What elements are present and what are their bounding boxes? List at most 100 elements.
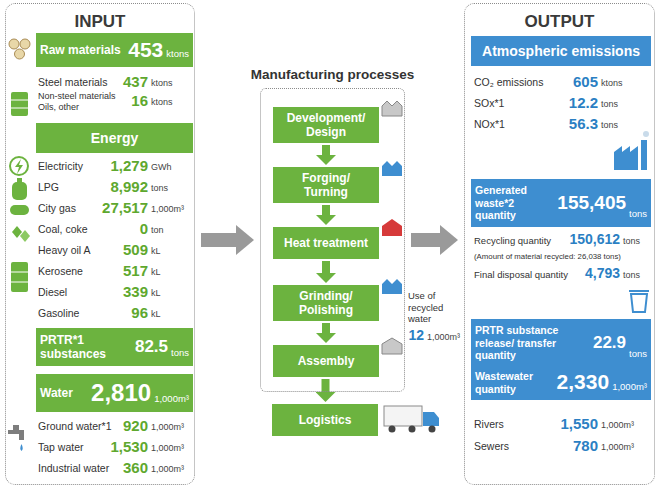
drum-icon — [11, 92, 28, 116]
node-heading: PRTR*1 substances — [40, 333, 131, 361]
bolt — [15, 159, 23, 174]
lid — [629, 290, 649, 292]
row-label: Steel materials — [38, 76, 107, 89]
row-unit: tons — [151, 183, 168, 194]
wheel — [389, 426, 396, 433]
handle — [13, 425, 19, 430]
circle — [10, 157, 28, 175]
output-band: PRTR substance release/ transfer quantit… — [471, 319, 651, 367]
node-value: 453 — [124, 38, 163, 62]
tank — [12, 182, 27, 200]
row-value: 96 — [131, 304, 148, 321]
row-unit: kL — [151, 309, 161, 320]
note: (Amount of material recycled: 26,038 ton… — [474, 252, 652, 262]
row-unit: kL — [151, 246, 161, 257]
drum-rib — [11, 108, 28, 109]
building — [382, 161, 402, 176]
drum — [11, 92, 28, 116]
log — [9, 39, 19, 49]
row-label: Non-steel materials Oils, other — [38, 91, 128, 113]
building — [382, 338, 402, 354]
row-value: 437 — [123, 73, 148, 90]
process-box: Heat treatment — [273, 227, 379, 259]
output-band: Wastewater quantity2,3301,000m³ — [471, 365, 651, 400]
faucet-icon — [8, 425, 24, 451]
row-value: 517 — [123, 262, 148, 279]
bin — [631, 294, 647, 312]
wheel — [429, 426, 436, 433]
node-heading: Generated waste*2 quantity — [475, 184, 537, 222]
node-heading: Grinding/ Polishing — [279, 289, 373, 317]
flow-arrow — [201, 233, 236, 247]
row-unit: tons — [623, 270, 640, 281]
row-value: 605 — [573, 73, 598, 90]
node-heading: INPUT — [6, 12, 194, 32]
row-label: Tap water — [38, 441, 84, 454]
input-band: Raw materials453ktons — [36, 33, 193, 67]
node-heading: Assembly — [298, 354, 355, 368]
process-box: Grinding/ Polishing — [273, 285, 379, 321]
node-unit: tons — [629, 208, 647, 222]
row-label: Kerosene — [38, 265, 83, 278]
row-value: 509 — [123, 241, 148, 258]
row-value: 780 — [573, 437, 598, 454]
faucet — [8, 430, 24, 440]
row-value: 1,279 — [110, 157, 148, 174]
row-unit: tons — [601, 99, 618, 110]
row-label: Diesel — [38, 286, 67, 299]
node-heading: Wastewater quantity — [475, 370, 539, 395]
row-label: Final disposal quantity — [474, 268, 568, 281]
coal-icon — [12, 226, 30, 242]
row-unit: ktons — [151, 78, 173, 89]
row-value: 1,550 — [560, 415, 598, 432]
row-unit: ktons — [601, 78, 623, 89]
building — [382, 101, 402, 116]
trash-icon — [629, 291, 649, 312]
flow-arrow — [411, 233, 440, 247]
node-unit: tons — [171, 347, 189, 361]
process-box: Logistics — [272, 404, 378, 436]
trailer — [384, 406, 422, 426]
row-value: 12.2 — [569, 94, 598, 111]
factory-icon — [614, 131, 649, 170]
process-arrow — [322, 145, 330, 155]
row-unit: 1,000m³ — [151, 464, 184, 475]
node-heading: Raw materials — [40, 43, 121, 57]
node-heading: Logistics — [299, 413, 352, 427]
row-value: 16 — [131, 92, 148, 109]
row-label: Recycling quantity — [474, 234, 551, 247]
input-band: Energy — [36, 123, 193, 153]
row-unit: 1,000m³ — [151, 443, 184, 454]
log — [20, 39, 30, 49]
log — [15, 49, 25, 59]
drum-rib — [11, 272, 28, 273]
row-label: NOx*1 — [474, 118, 505, 131]
row-unit: 1,000m³ — [427, 332, 460, 343]
chimney — [641, 140, 647, 170]
node-heading: OUTPUT — [465, 12, 654, 32]
valve — [17, 178, 22, 182]
row-label: Heavy oil A — [38, 244, 91, 257]
row-value: 360 — [123, 459, 148, 476]
row-label: Sewers — [474, 440, 509, 453]
row-value: 920 — [123, 417, 148, 434]
process-box: Development/ Design — [273, 107, 379, 143]
pipe — [10, 205, 29, 215]
input-band: Water2,8101,000m³ — [36, 374, 193, 412]
row-label: CO₂ emissions — [474, 76, 543, 89]
wheel — [409, 426, 416, 433]
row-unit: tons — [601, 120, 618, 131]
node-value: 155,405 — [553, 192, 626, 214]
process-box: Assembly — [273, 345, 379, 377]
electricity-icon — [10, 157, 28, 175]
node-heading: Forging/ Turning — [279, 171, 373, 199]
row-value: 27,517 — [102, 199, 148, 216]
node-heading: Manufacturing processes — [251, 67, 415, 82]
smoke — [643, 131, 649, 137]
input-band: PRTR*1 substances82.5tons — [36, 328, 193, 366]
drum-rib — [11, 100, 28, 101]
factory — [614, 146, 638, 170]
process-arrow — [322, 323, 330, 333]
row-label: City gas — [38, 202, 76, 215]
row-value: 12 — [408, 327, 424, 344]
